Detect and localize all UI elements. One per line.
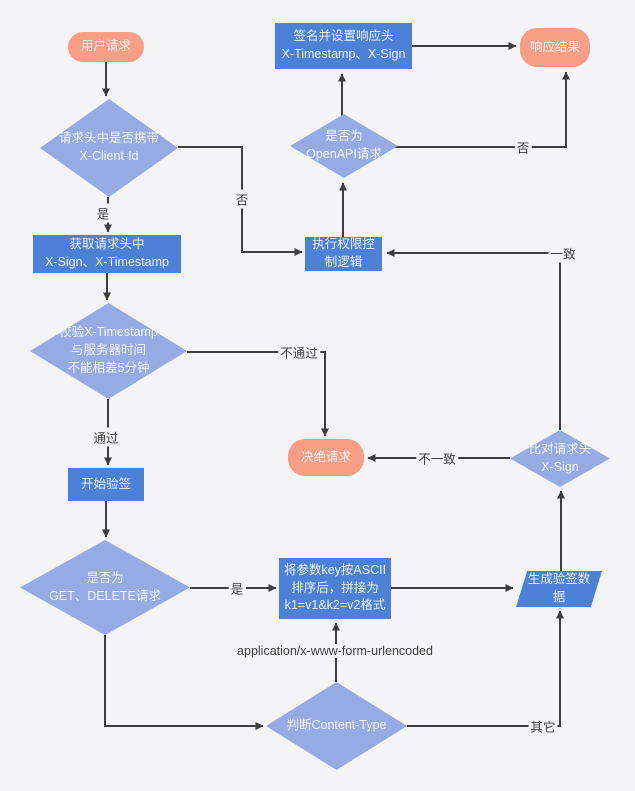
edge-ctype-other-to-gendata (407, 610, 564, 727)
edge-label-form-urlencoded: application/x-www-form-urlencoded (235, 644, 435, 658)
edge-label-fail: 不通过 (278, 342, 320, 362)
node-reject-request: 决绝请求 (288, 439, 364, 476)
node-gen-verify-data: 生成验签数 据 (516, 571, 602, 607)
edge-openapi-no-to-response (395, 71, 570, 148)
edge-method-no-to-ctype (104, 635, 264, 730)
edge-label-pass: 通过 (91, 427, 121, 447)
edge-label-other: 其它 (528, 716, 558, 736)
node-get-headers: 获取请求头中 X-Sign、X-Timestamp (33, 235, 181, 273)
node-sort-params: 将参数key按ASCII 排序后，拼接为 k1=v1&k2=v2格式 (279, 558, 391, 619)
edge-label-no-openapi: 否 (514, 137, 532, 157)
edge-label-yes-method: 是 (228, 578, 246, 598)
edge-timestamp-fail (187, 351, 329, 437)
node-response-result: 响应结果 (520, 28, 590, 67)
edge-label-no-clientid: 否 (233, 189, 251, 209)
node-start-verify: 开始验签 (68, 468, 144, 501)
node-user-request: 用户请求 (68, 32, 144, 62)
node-sign-headers: 签名并设置响应头 X-Timestamp、X-Sign (275, 23, 412, 69)
node-exec-auth: 执行权限控 制逻辑 (305, 237, 382, 271)
edge-compare-match-to-auth (386, 249, 561, 430)
edge-label-match: 一致 (548, 243, 578, 263)
edge-label-yes-clientid: 是 (94, 203, 112, 223)
edge-label-mismatch: 不一致 (416, 448, 458, 468)
